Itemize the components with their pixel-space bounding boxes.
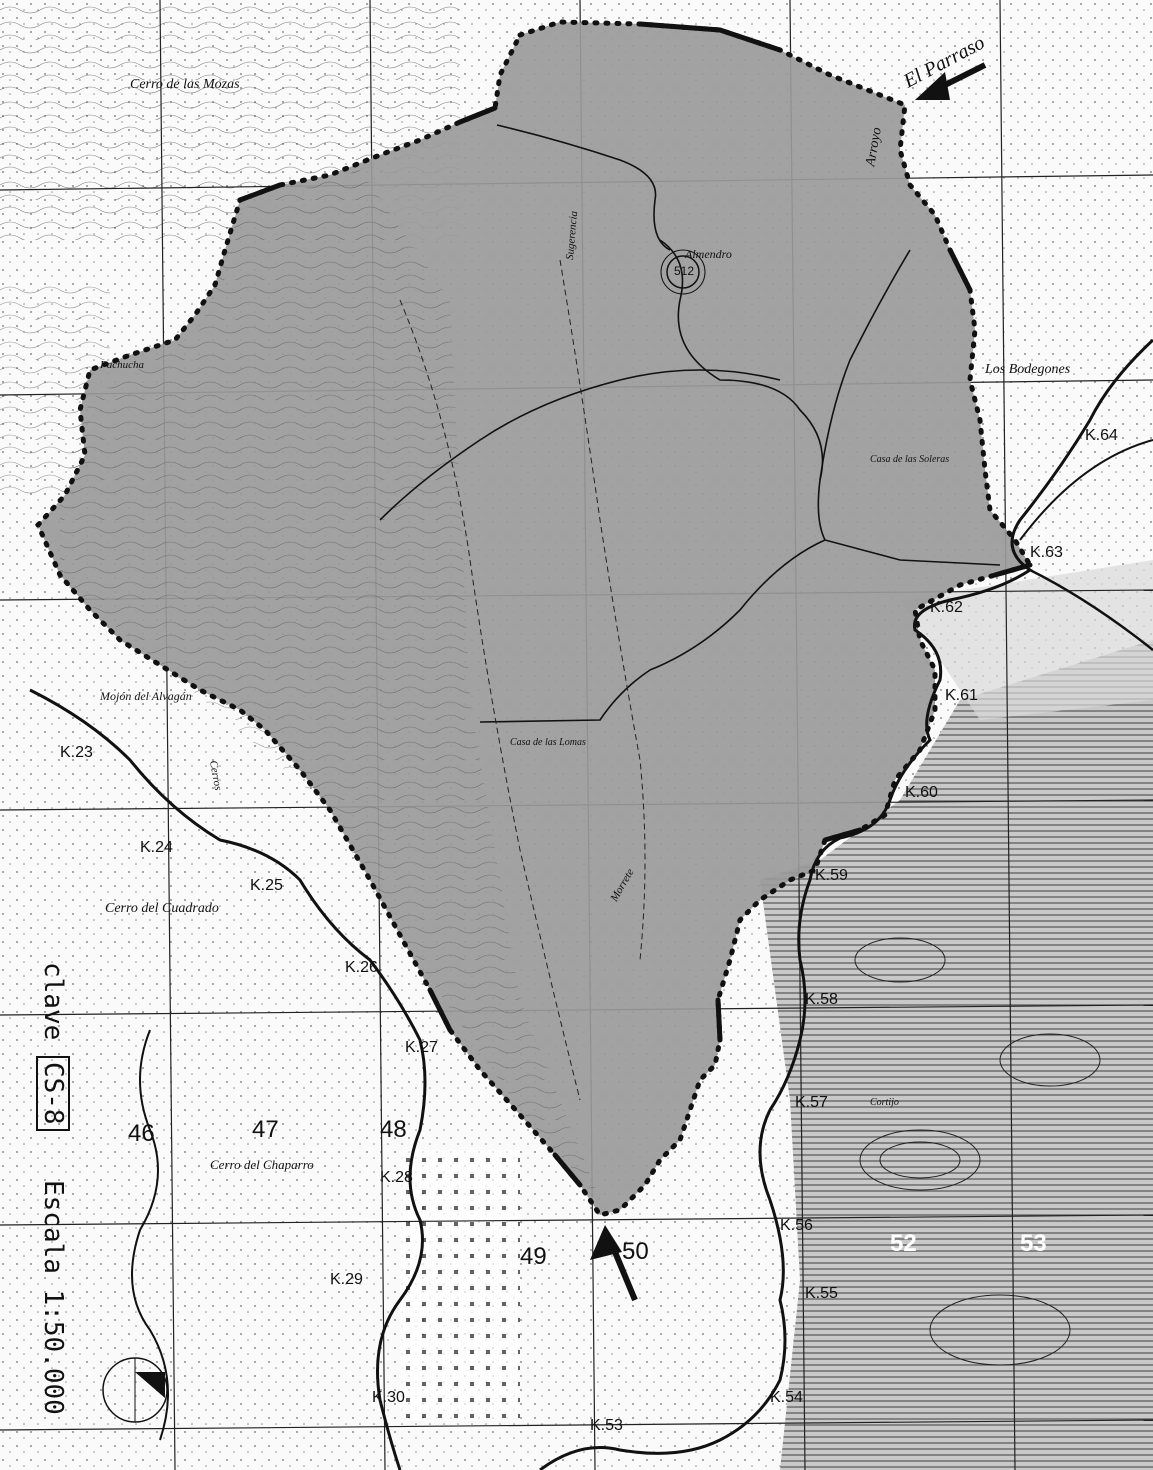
label-casa-lomas: Casa de las Lomas — [510, 737, 586, 748]
km-marker: K.62 — [930, 599, 963, 616]
sheet-number: 46 — [128, 1120, 155, 1147]
km-marker: K.58 — [805, 991, 838, 1008]
label-cerro-cuadrado: Cerro del Cuadrado — [105, 901, 219, 916]
label-cerro-alvagan: Mojón del Alvagán — [100, 689, 192, 703]
boundary-thick-segments — [237, 21, 1033, 1188]
key-label: clave — [38, 962, 68, 1041]
road-k64 — [1019, 439, 1153, 541]
scale-label: Escala — [38, 1180, 68, 1274]
label-casa-soleras: Casa de las Soleras — [870, 454, 950, 465]
km-marker: K.63 — [1030, 544, 1063, 561]
western-road — [29, 688, 427, 1470]
km-marker: K.25 — [250, 877, 283, 894]
sheet-number: 50 — [622, 1238, 649, 1265]
km-marker: K.24 — [140, 839, 173, 856]
km-marker: K.64 — [1085, 427, 1118, 444]
km-marker: K.29 — [330, 1271, 363, 1288]
label-los-bodegones: Los Bodegones — [985, 362, 1071, 377]
relief-contours-east — [854, 937, 1101, 1366]
label-pachucha: Pachucha — [100, 359, 144, 371]
summit-ring-outer — [660, 249, 706, 295]
western-river — [131, 1029, 169, 1441]
main-river — [539, 338, 1153, 1470]
scale-value: 1:50.000 — [38, 1289, 68, 1415]
km-marker: K.53 — [590, 1417, 623, 1434]
sheet-number: 52 — [890, 1230, 917, 1257]
relief-shaded-zone — [760, 640, 1153, 1470]
label-almendro: Almendro — [685, 247, 732, 261]
sheet-number: 47 — [252, 1116, 279, 1143]
internal-tracks — [399, 259, 646, 1101]
km-marker: K.57 — [795, 1094, 828, 1111]
north-symbol-icon — [102, 1357, 168, 1423]
watershed-boundary — [35, 19, 1034, 1218]
km-marker: K.56 — [780, 1217, 813, 1234]
settlement-grid — [400, 1150, 520, 1420]
km-marker: K.30 — [372, 1389, 405, 1406]
km-marker: K.55 — [805, 1285, 838, 1302]
km-marker: K.60 — [905, 784, 938, 801]
km-marker: K.23 — [60, 744, 93, 761]
internal-streams — [379, 124, 1001, 723]
relief-transition-zone — [900, 560, 1153, 720]
map-key-legend: clave CS-8 — [36, 962, 70, 1131]
key-code: CS-8 — [36, 1055, 70, 1131]
sheet-number: 49 — [520, 1243, 547, 1270]
label-cortijo: Cortijo — [870, 1097, 899, 1108]
km-marker: K.26 — [345, 959, 378, 976]
km-marker: K.28 — [380, 1169, 413, 1186]
label-cerro-chaparro: Cerro del Chaparro — [210, 1157, 314, 1172]
km-marker: K.59 — [815, 867, 848, 884]
summit-ring — [666, 255, 700, 289]
river-branch-east — [1029, 568, 1153, 651]
map-scale-legend: Escala 1:50.000 — [38, 1180, 68, 1415]
sheet-number: 53 — [1020, 1230, 1047, 1257]
km-marker: K.61 — [945, 687, 978, 704]
label-cerro-mozas: Cerro de las Mozas — [130, 77, 240, 92]
sheet-number: 48 — [380, 1116, 407, 1143]
outlet-arrow-south — [590, 1225, 638, 1302]
label-elevation: 512 — [674, 264, 695, 278]
basin-relief-contours — [60, 170, 600, 1200]
km-marker: K.27 — [405, 1039, 438, 1056]
outlet-arrow-north — [915, 62, 987, 100]
km-marker: K.54 — [770, 1389, 803, 1406]
